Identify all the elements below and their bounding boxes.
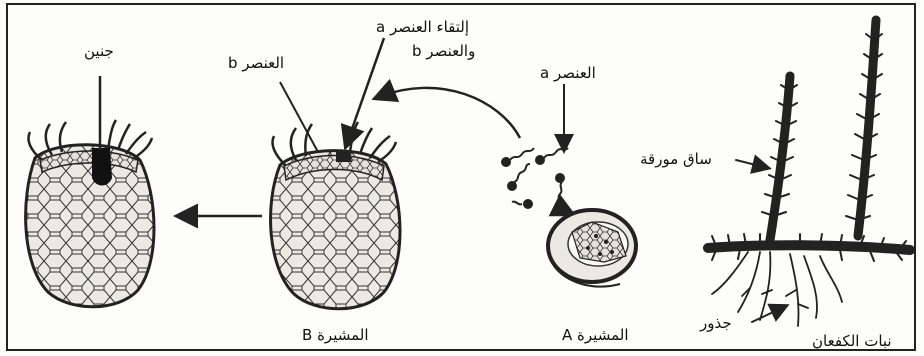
leafy-stem-label: ساق مورقة: [640, 152, 712, 167]
gametophyte-a: [548, 206, 636, 287]
roots-label: جذور: [700, 316, 732, 331]
curved-arrow-sperm-to-b: [376, 88, 520, 138]
element-b-label: العنصر b: [228, 56, 284, 71]
gametophyte-a-label: المشيرة A: [562, 328, 629, 343]
element-a-sperm-cells: [502, 148, 568, 208]
leafy-stem-pointer: [736, 160, 768, 168]
roots-pointer: [752, 306, 786, 322]
meeting-pointer: [346, 38, 384, 146]
gametophyte-with-embryo: [26, 76, 154, 307]
embryo-label: جنين: [84, 44, 114, 59]
gametophyte-b-label: المشيرة B: [302, 328, 369, 343]
embryo-mass: [92, 148, 112, 186]
gametophyte-b: [271, 38, 400, 309]
meeting-label-line2: والعنصر b: [412, 44, 475, 59]
plant-name-label: نبات الكفعان: [812, 334, 892, 349]
moss-plant: [708, 20, 910, 326]
element-a-label: العنصر a: [540, 66, 596, 81]
element-b-pointer: [280, 82, 318, 152]
meeting-label-line1: إلتقاء العنصر a: [376, 20, 469, 35]
